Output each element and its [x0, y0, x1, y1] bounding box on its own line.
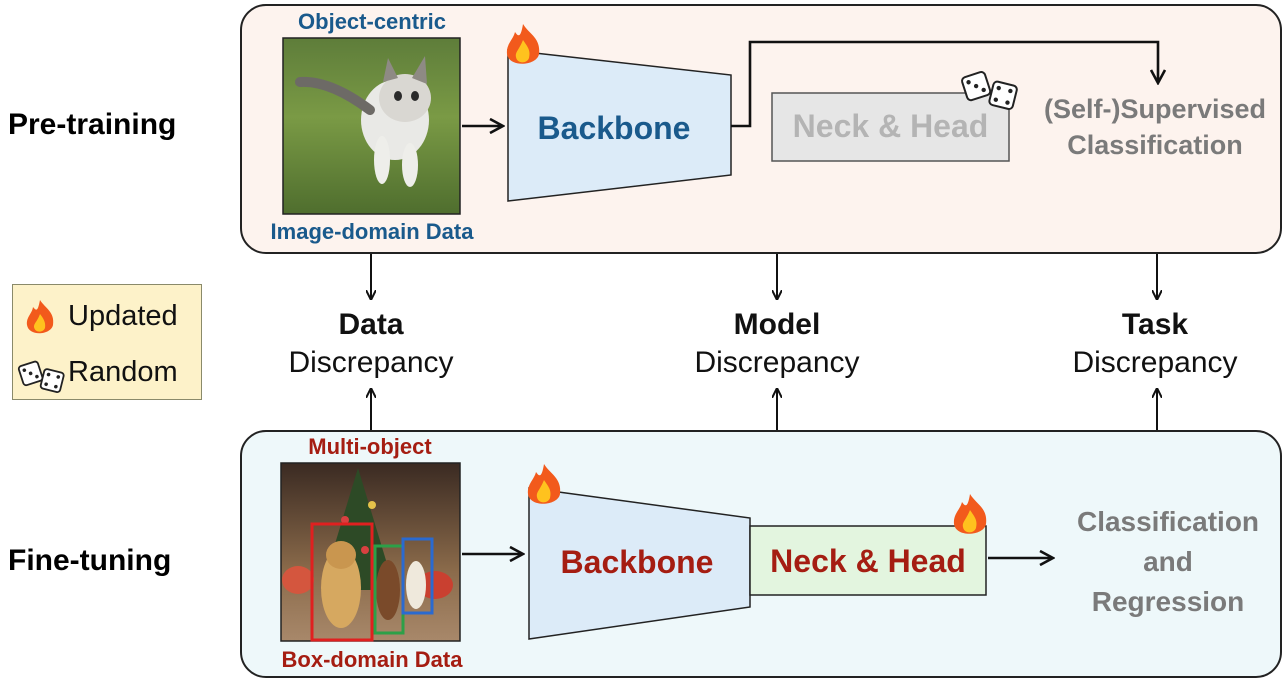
pretrain-neck-head-box: [771, 92, 1010, 162]
task-discrepancy: Task Discrepancy: [1045, 306, 1265, 382]
pretrain-task-line2: Classification: [1067, 130, 1243, 160]
finetune-task-line2: and: [1143, 546, 1193, 577]
pretrain-backbone-label: Backbone: [537, 110, 691, 146]
legend-fire-icon: [26, 300, 54, 334]
finetune-neck-head-label: Neck & Head: [770, 543, 966, 579]
legend-random-label: Random: [68, 356, 178, 388]
pretrain-neck-head-label: Neck & Head: [792, 108, 989, 144]
arrow-backbone-to-task: [731, 40, 1158, 128]
model-discrepancy-bold: Model: [733, 308, 821, 341]
model-discrepancy-word: Discrepancy: [694, 346, 860, 379]
model-discrepancy: Model Discrepancy: [667, 306, 887, 382]
pretrain-task-line1: (Self-)Supervised: [1043, 94, 1267, 124]
finetuning-label: Fine-tuning: [8, 544, 172, 577]
finetune-backbone-shape: [528, 487, 751, 640]
fire-icon: [953, 494, 987, 534]
multi-object-image: [280, 462, 461, 642]
dice-icon: [961, 71, 1018, 111]
task-discrepancy-word: Discrepancy: [1072, 346, 1238, 379]
data-discrepancy-word: Discrepancy: [288, 346, 454, 379]
finetune-task-line3: Regression: [1091, 586, 1245, 617]
legend-dice-icon: [17, 360, 65, 393]
pretrain-data-bottom-label: Image-domain Data: [270, 219, 474, 244]
pretraining-label: Pre-training: [8, 108, 177, 141]
task-discrepancy-bold: Task: [1121, 308, 1189, 341]
pretrain-data-top-label: Object-centric: [298, 9, 446, 34]
finetune-neck-head-box: [749, 525, 987, 596]
finetune-task-line1: Classification: [1076, 506, 1260, 537]
data-discrepancy-bold: Data: [338, 308, 404, 341]
fire-icon: [506, 24, 540, 64]
finetune-data-top-label: Multi-object: [308, 434, 432, 459]
fire-icon: [527, 464, 561, 504]
finetune-data-bottom-label: Box-domain Data: [281, 647, 463, 672]
pretrain-backbone-shape: [507, 49, 732, 202]
data-discrepancy: Data Discrepancy: [261, 306, 481, 382]
kitten-image: [282, 37, 461, 215]
finetune-backbone-label: Backbone: [560, 544, 714, 580]
legend-updated-label: Updated: [68, 300, 178, 332]
